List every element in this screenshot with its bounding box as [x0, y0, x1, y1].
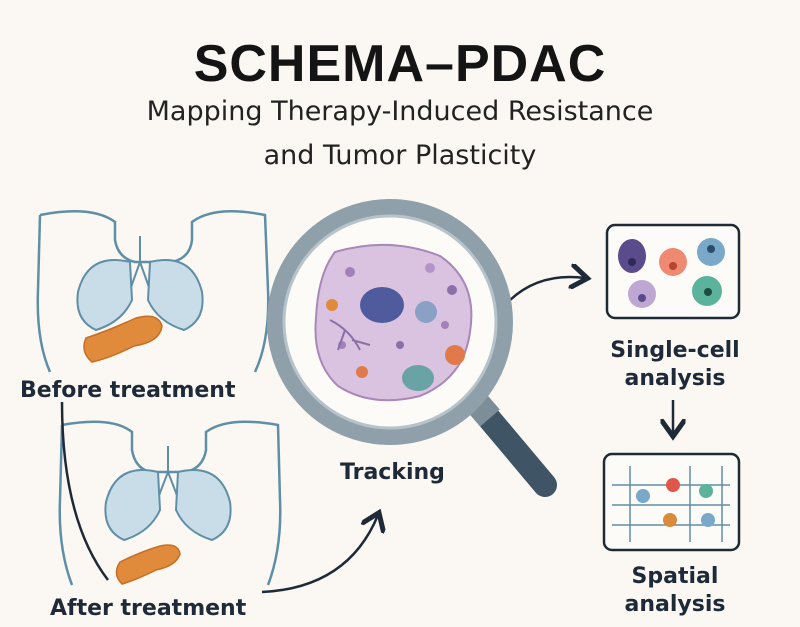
- magnifier-to-single-cell-arrow: [509, 277, 585, 301]
- single-cell-panel: [605, 223, 741, 320]
- pancreas-before-icon: [83, 315, 163, 363]
- diagram-subtitle-line1: Mapping Therapy-Induced Resistance: [146, 96, 654, 127]
- pancreas-after-icon: [115, 544, 181, 585]
- single-cell-label-line2: analysis: [624, 366, 726, 391]
- before-treatment-label: Before treatment: [20, 378, 236, 403]
- single-cell-label: Single-cell analysis: [600, 337, 750, 393]
- spatial-panel: [602, 452, 741, 552]
- diagram-subtitle-line2: and Tumor Plasticity: [263, 140, 537, 171]
- spatial-label-line2: analysis: [624, 592, 726, 617]
- tracking-label: Tracking: [340, 460, 445, 485]
- spatial-label: Spatial analysis: [600, 563, 750, 619]
- diagram-title: SCHEMA–PDAC: [193, 35, 607, 93]
- before-to-after-connector: [60, 401, 109, 581]
- torso-after-illustration: [58, 420, 282, 586]
- torso-before-illustration: [36, 210, 270, 373]
- spatial-label-line1: Spatial: [631, 564, 719, 589]
- after-treatment-label: After treatment: [50, 596, 247, 621]
- after-to-tracking-arrow: [261, 515, 378, 594]
- tumor-cell-icon: [314, 243, 473, 402]
- single-cell-label-line1: Single-cell: [610, 338, 740, 363]
